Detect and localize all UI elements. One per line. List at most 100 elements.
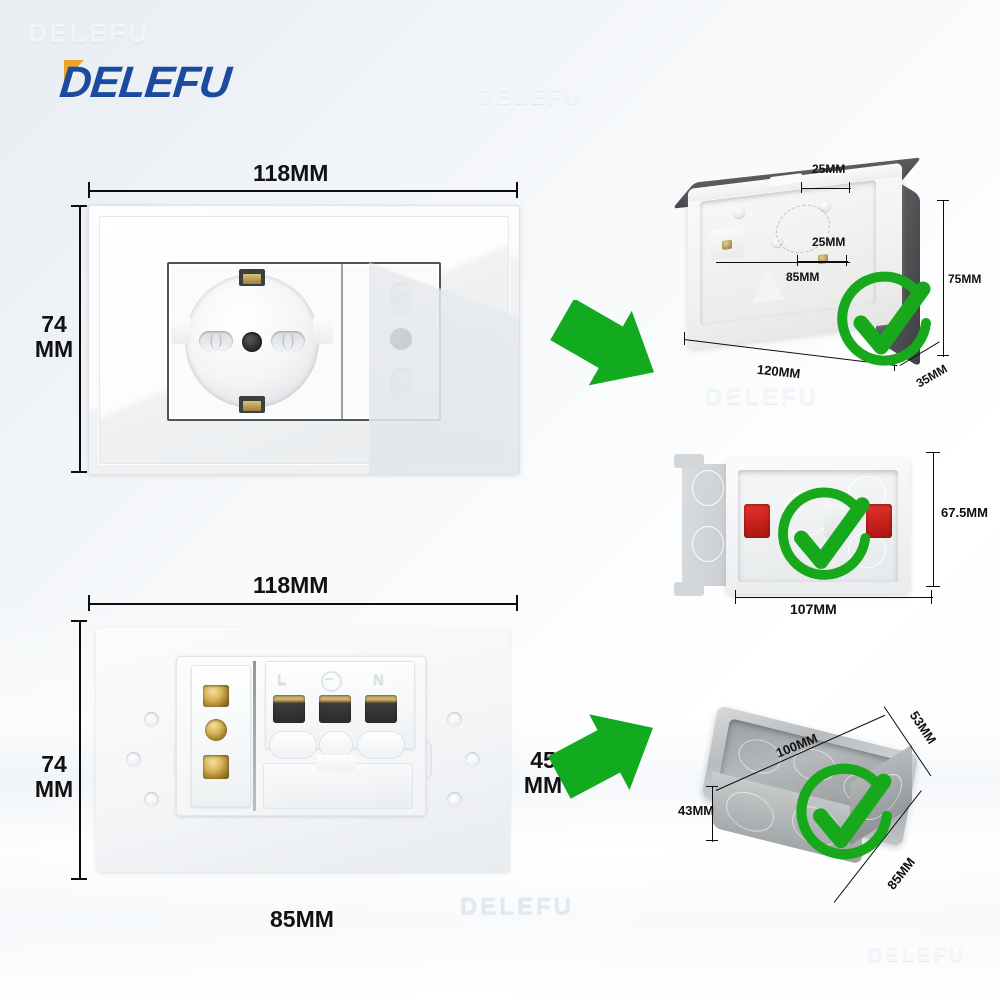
dim-tick <box>801 182 802 193</box>
flush-box-tab <box>674 454 704 468</box>
watermark: DELEFU <box>460 893 574 920</box>
dim-tick <box>71 471 87 473</box>
module-divider <box>341 264 343 419</box>
inner-height-unit: MM <box>523 772 563 798</box>
core-tab <box>317 755 355 771</box>
terminal-screw <box>203 685 229 707</box>
sbox-dim-25-inner: 25MM <box>812 235 846 249</box>
core-seam <box>253 661 256 811</box>
italian-hole-bottom <box>391 368 411 402</box>
inner-width-label: 85MM <box>270 906 334 932</box>
dim-tick <box>684 332 685 345</box>
dim-tick <box>846 255 847 266</box>
schuko-socket-icon <box>171 269 333 413</box>
arrow-bottom <box>548 714 653 799</box>
terminal-label-l: L <box>277 671 287 688</box>
mounting-hole <box>144 712 159 727</box>
dim-tick <box>937 200 949 201</box>
watermark: DELEFU <box>868 944 966 966</box>
terminal-slot <box>273 695 305 723</box>
brand-logo: DELEFU <box>57 58 232 108</box>
terminal-slot <box>319 695 351 723</box>
pin-hole-right <box>271 331 305 351</box>
earth-clip-bottom <box>239 396 265 413</box>
dim-tick <box>88 595 90 611</box>
terminal-slot <box>365 695 397 723</box>
fbox-dim-107: 107MM <box>790 601 837 617</box>
mounting-hole <box>447 792 462 807</box>
inner-height-label: 45 MM <box>518 748 568 798</box>
terminal-pad <box>319 731 353 759</box>
sbox-dim-line <box>797 261 848 262</box>
dim-tick <box>71 878 87 880</box>
dim-tick <box>516 182 518 198</box>
dim-tick <box>706 840 718 841</box>
dim-tick <box>931 590 932 604</box>
schuko-wing-right <box>313 316 333 344</box>
back-socket-panel: L N <box>88 620 518 880</box>
italian-hole-top <box>391 282 411 316</box>
center-hole <box>242 332 262 352</box>
front-panel-width-label: 118MM <box>253 160 329 186</box>
dim-tick <box>797 255 798 266</box>
front-panel-height-label: 74 MM <box>32 312 76 362</box>
front-socket-panel <box>88 205 520 475</box>
watermark: DELEFU <box>28 18 150 48</box>
cavity-screw-left <box>722 239 732 250</box>
mounting-hole <box>465 752 480 767</box>
dim-tick <box>926 452 940 453</box>
terminal-screw <box>203 755 229 779</box>
knockout-ring <box>692 526 724 562</box>
mbox-dim-43: 43MM <box>678 803 715 818</box>
terminal-core: L N <box>176 656 426 816</box>
back-panel-height-line <box>79 620 81 880</box>
sbox-dim-85: 85MM <box>786 270 820 284</box>
front-panel-height-unit: MM <box>34 336 74 362</box>
italian-socket-icon <box>369 272 433 412</box>
check-icon <box>778 487 871 580</box>
mounting-plate: L N <box>96 628 510 872</box>
terminal-pad <box>357 731 405 759</box>
terminal-label-n: N <box>373 671 384 688</box>
cavity-rib <box>752 265 784 304</box>
terminal-screw <box>205 719 227 741</box>
dim-tick <box>735 590 736 604</box>
schuko-wing-left <box>171 316 191 344</box>
dim-tick <box>849 182 850 193</box>
dim-tick <box>516 595 518 611</box>
check-icon <box>837 271 931 366</box>
socket-module-frame <box>167 262 441 421</box>
dim-tick <box>894 358 895 371</box>
mounting-hole <box>144 792 159 807</box>
sbox-dim-75: 75MM <box>948 272 982 286</box>
back-panel-height-unit: MM <box>34 776 74 802</box>
logo-triangle-icon <box>64 60 84 82</box>
arrow-top <box>550 300 655 386</box>
mounting-hole <box>126 752 141 767</box>
dim-tick <box>937 355 949 356</box>
terminal-clip-left <box>744 504 770 538</box>
front-panel-width-line <box>88 190 518 192</box>
dim-tick <box>88 182 90 198</box>
terminal-clip-right <box>866 504 892 538</box>
pin-hole-left <box>199 331 233 351</box>
dim-tick <box>926 586 940 587</box>
back-panel-height-value: 74 <box>41 751 67 777</box>
fbox-dim-line <box>933 452 934 587</box>
check-icon <box>796 763 892 860</box>
earth-clip-top <box>239 269 265 286</box>
knockout <box>726 786 774 837</box>
back-panel-width-label: 118MM <box>253 572 329 598</box>
dim-tick <box>71 205 87 207</box>
terminal-pad <box>269 731 317 759</box>
dim-tick <box>71 620 87 622</box>
mounting-hole <box>447 712 462 727</box>
fbox-dim-line <box>735 597 933 598</box>
fbox-dim-675: 67.5MM <box>941 505 988 520</box>
sbox-dim-120: 120MM <box>756 361 802 382</box>
watermark: DELEFU <box>705 383 819 410</box>
sbox-dim-line <box>943 200 944 357</box>
knockout-ring <box>692 470 724 506</box>
front-panel-height-line <box>79 205 81 473</box>
